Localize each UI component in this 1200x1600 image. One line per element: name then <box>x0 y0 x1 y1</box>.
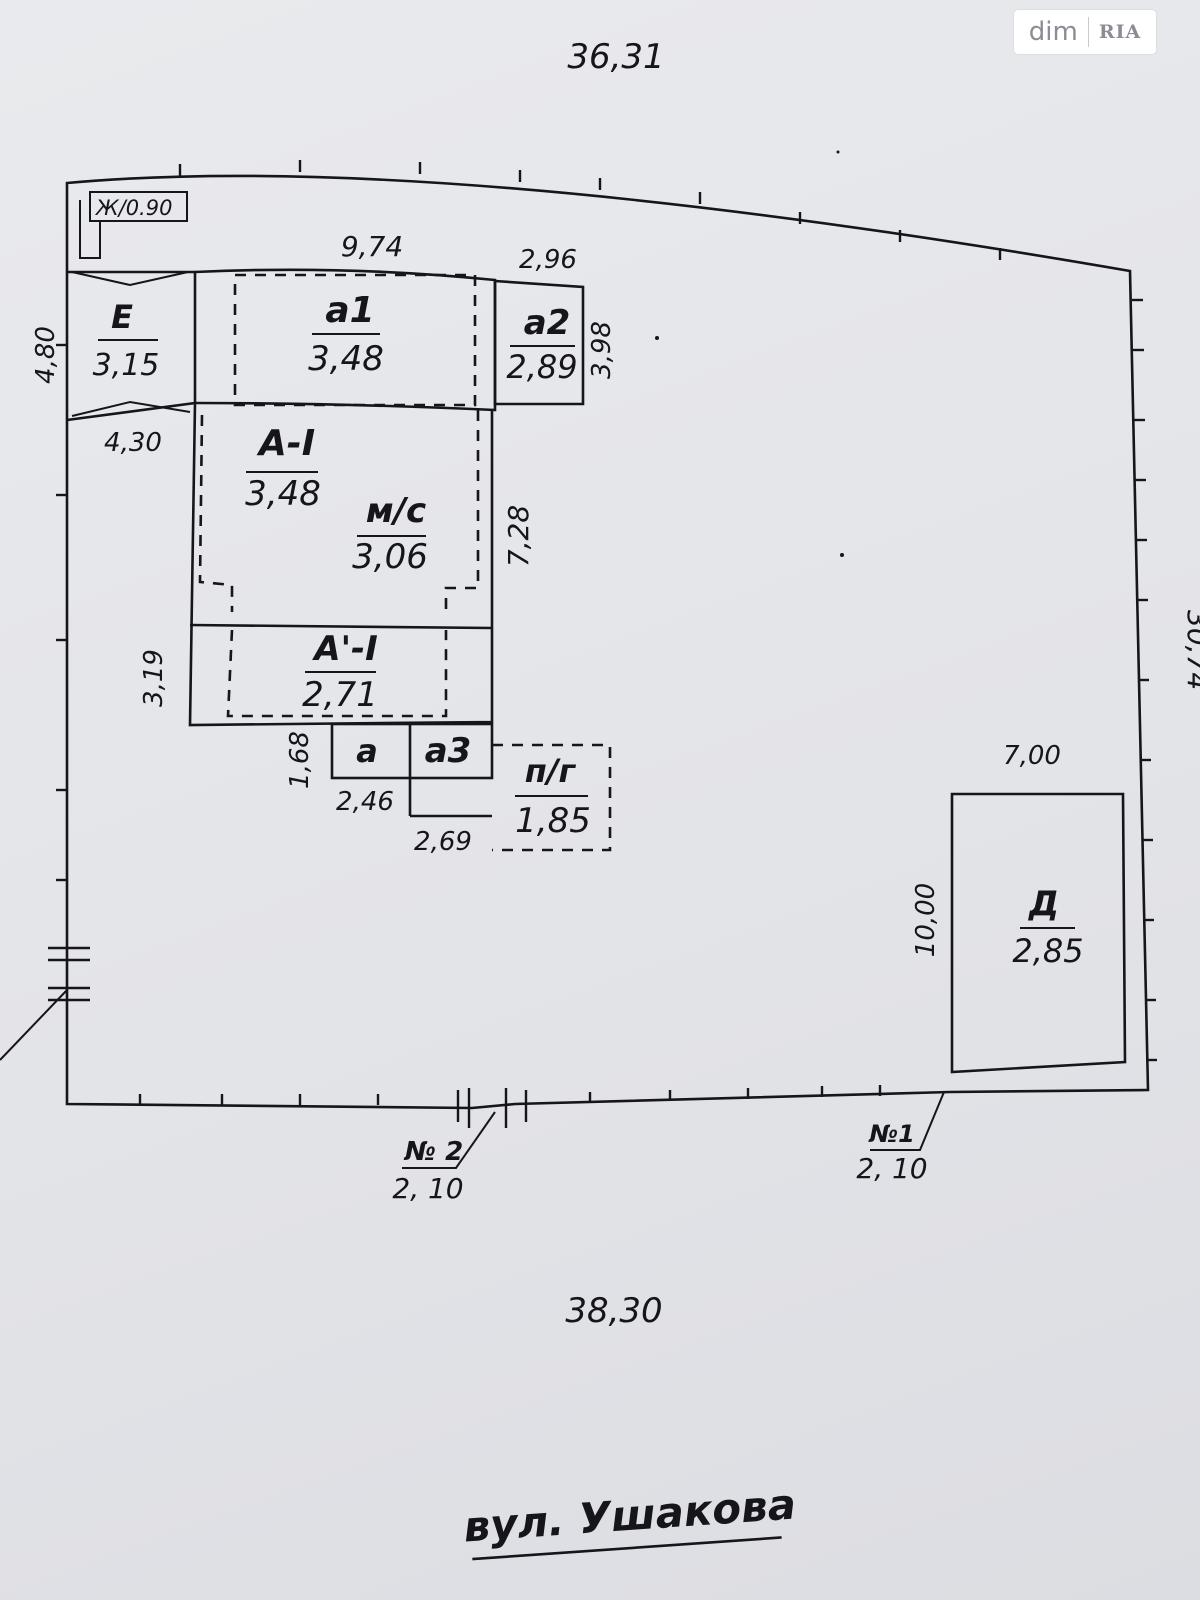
building-a-prime-i-height: 2,71 <box>302 675 378 715</box>
building-a-i: А-І 3,48 м/с 3,06 7,28 <box>188 402 535 727</box>
street-name-label: вул. Ушакова <box>462 1479 797 1561</box>
building-e: Е 3,15 4,30 4,80 <box>31 270 197 458</box>
building-a2-name: а2 <box>524 303 571 343</box>
building-a1: а1 3,48 9,74 <box>194 230 497 412</box>
site-bottom-length: 38,30 <box>565 1291 662 1331</box>
building-pg: п/г 1,85 <box>492 743 612 852</box>
building-a-prime-i-name: А'-І <box>311 629 377 669</box>
building-e-height: 3,15 <box>93 348 160 383</box>
pg-offset-dim: 2,69 <box>414 827 472 857</box>
building-a-prime-i: А'-І 2,71 3,19 <box>139 629 448 718</box>
building-e-name: Е <box>111 298 133 336</box>
building-d-name: Д <box>1028 884 1059 924</box>
stray-dot <box>840 553 844 557</box>
building-a1-name: а1 <box>325 290 374 331</box>
gate-1-symbol: №1 2, 10 <box>856 1091 945 1185</box>
watermark-dim: dim <box>1028 17 1078 47</box>
building-a2-height: 2,89 <box>506 348 577 386</box>
building-pg-name: п/г <box>525 752 577 790</box>
building-a1-height: 3,48 <box>308 339 384 379</box>
watermark-logo: dim RIA <box>1014 10 1156 54</box>
building-e-depth: 4,80 <box>31 326 61 384</box>
building-d-width: 7,00 <box>1003 741 1061 771</box>
watermark-ria: RIA <box>1098 21 1142 43</box>
building-d: Д 2,85 7,00 10,00 <box>911 741 1127 1074</box>
site-boundary <box>65 174 1150 1110</box>
left-depth-dim: 3,19 <box>139 649 169 707</box>
watermark-divider <box>1087 17 1089 47</box>
building-a-i-name: А-І <box>256 423 315 464</box>
main-depth-dim: 7,28 <box>502 505 535 567</box>
site-top-length: 36,31 <box>567 37 664 77</box>
annex-a-a3: а а3 1,68 2,46 2,69 <box>285 722 494 857</box>
building-a2-depth: 3,98 <box>587 321 617 379</box>
main-width-dim: 9,74 <box>341 230 403 263</box>
gate-1-height: 2, 10 <box>856 1152 927 1185</box>
gate-2-height: 2, 10 <box>392 1172 463 1205</box>
annex-a-name: а <box>356 732 378 770</box>
gate-marker: Ж/0.90 <box>79 191 188 259</box>
small-depth-dim: 1,68 <box>285 731 315 789</box>
building-e-width: 4,30 <box>104 428 162 458</box>
gate-2-symbol: № 2 2, 10 <box>392 1088 528 1205</box>
small-width-dim: 2,46 <box>336 787 394 817</box>
gate-1-name: №1 <box>868 1120 915 1148</box>
building-a2: а2 2,89 2,96 3,98 <box>493 245 617 406</box>
left-gate-symbol <box>0 946 90 1061</box>
gate-marker-label: Ж/0.90 <box>94 196 172 220</box>
building-pg-height: 1,85 <box>515 801 591 841</box>
building-ms-name: м/с <box>366 491 426 531</box>
stray-dot <box>836 150 840 154</box>
site-right-length: 30,74 <box>1181 610 1200 690</box>
building-ms-height: 3,06 <box>352 537 428 577</box>
annex-a3-name: а3 <box>425 731 472 771</box>
stray-dot <box>655 336 659 340</box>
gate-2-name: № 2 <box>404 1137 463 1167</box>
building-a-i-height: 3,48 <box>245 474 321 514</box>
building-d-depth: 10,00 <box>911 883 941 957</box>
building-d-height: 2,85 <box>1012 932 1083 970</box>
building-a2-width: 2,96 <box>519 245 577 275</box>
boundary-ticks <box>56 160 1157 1105</box>
